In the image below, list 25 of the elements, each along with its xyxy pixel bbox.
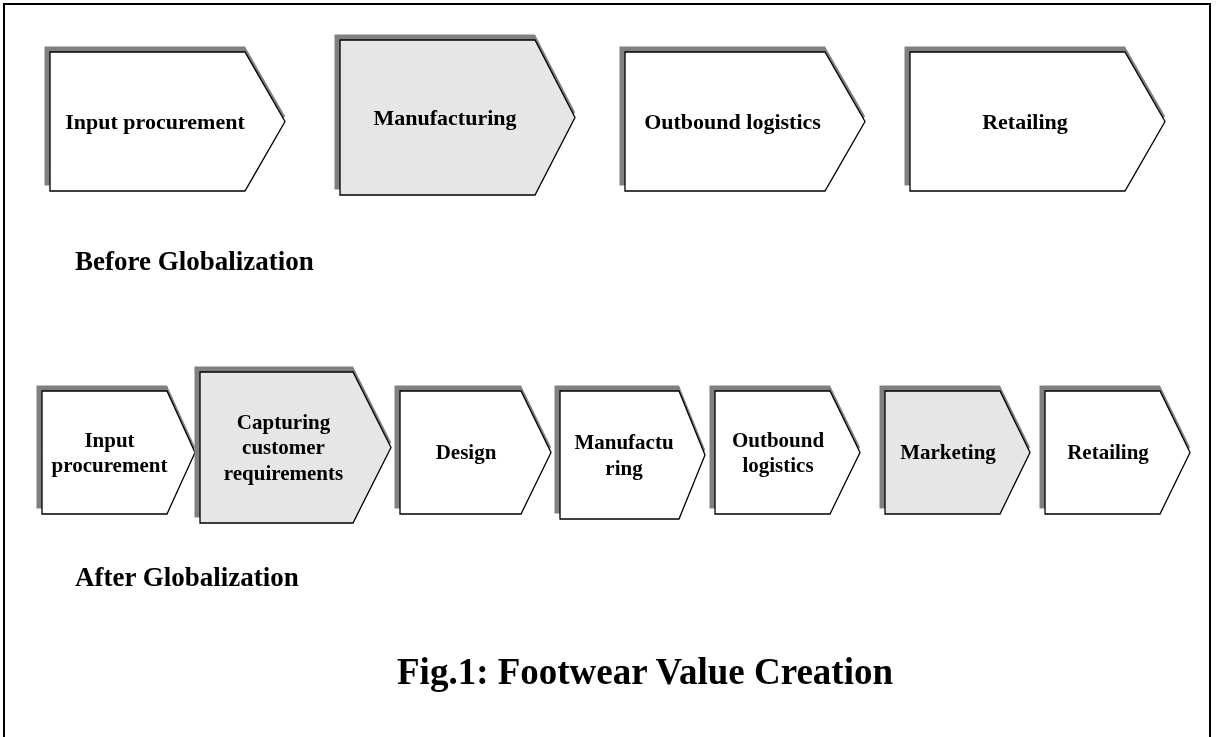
figure-caption: Fig.1: Footwear Value Creation [397,650,894,693]
chevron-step [554,385,706,520]
step-label: Manufactu ring [573,429,675,482]
chevron-step [709,385,861,515]
section-heading: Before Globalization [75,246,314,277]
chevron-step [44,46,286,192]
chevron-step [879,385,1031,515]
step-label: Marketing [899,439,997,467]
step-label: Outbound logistics [730,426,826,479]
step-label: Manufacturing [372,103,518,132]
step-label: Retailing [981,107,1069,136]
chevron-step [1039,385,1191,515]
step-label: Input procurement [64,107,246,136]
step-label: Capturing customer requirements [222,409,345,487]
step-label: Retailing [1066,439,1150,467]
chevron-step [394,385,552,515]
section-heading: After Globalization [75,562,299,593]
chevron-step [194,366,392,524]
chevron-step [334,34,576,196]
chevron-step [619,46,866,192]
chevron-step [36,385,196,515]
chevron-step [904,46,1166,192]
step-label: Outbound logistics [643,107,822,136]
step-label: Design [434,439,498,467]
step-label: Input procurement [50,426,169,479]
